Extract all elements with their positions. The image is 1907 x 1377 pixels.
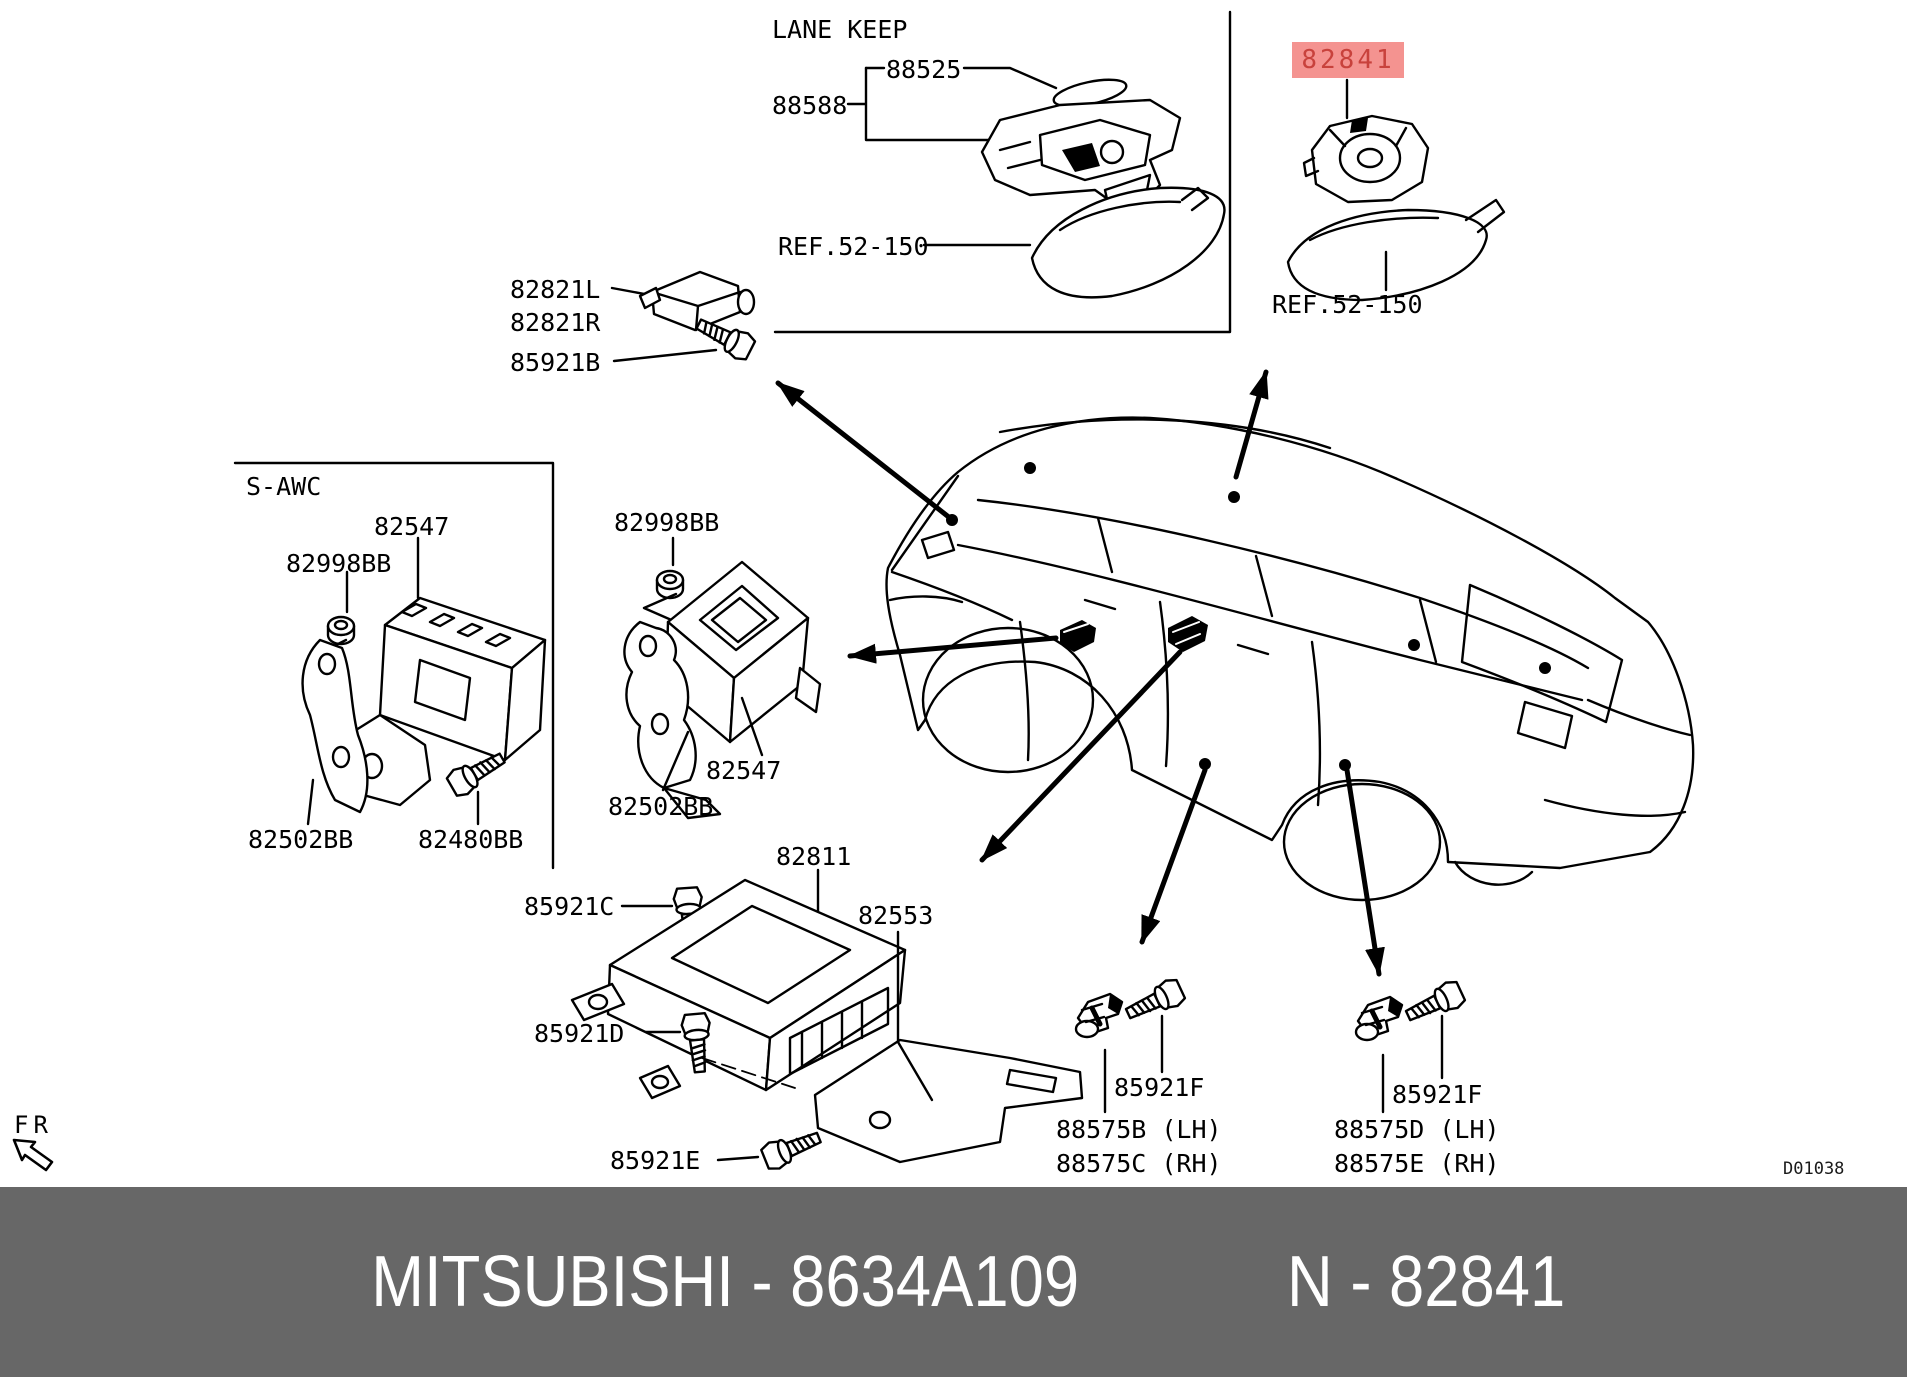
part-label-sawc-82502bb: 82502BB [248,825,354,854]
part-label-88575c-rh: 88575C (RH) [1056,1149,1222,1178]
part-label-grp2-85921f: 85921F [1392,1080,1483,1109]
impact-sensor-group-right [1356,977,1468,1114]
lane-keep-windshield-pad [922,186,1226,299]
sunload-sensor-82821-part [610,270,756,332]
part-label-88525: 88525 [886,55,962,84]
s-awc-ecu-group [301,536,547,826]
s-awc-box [233,461,555,870]
part-label-82811: 82811 [776,842,852,871]
part-label-88588: 88588 [772,91,848,120]
section-title-lane-keep: LANE KEEP [772,15,908,44]
part-label-mid-82998bb: 82998BB [614,508,720,537]
mid-ecu-82547-group [623,536,822,820]
ref-label-82841: REF.52-150 [1272,290,1423,319]
highlighted-part-label-82841: 82841 [1292,42,1404,78]
part-label-88575d-lh: 88575D (LH) [1334,1115,1500,1144]
part-label-85921b: 85921B [510,348,601,377]
pointer-arrows [775,369,1385,977]
rain-sensor-82841-part [1302,78,1430,204]
part-label-mid-82502bb: 82502BB [608,792,714,821]
part-label-sawc-82998bb: 82998BB [286,549,392,578]
part-label-mid-82547: 82547 [706,756,782,785]
part-label-88575b-lh: 88575B (LH) [1056,1115,1222,1144]
part-label-85921c: 85921C [524,892,615,921]
front-direction-label: FR [14,1111,53,1139]
footer-banner: MITSUBISHI - 8634A109 N - 82841 [0,1187,1907,1377]
part-label-85921e: 85921E [610,1146,701,1175]
footer-brand-and-part: MITSUBISHI - 8634A109 [371,1242,1080,1322]
part-label-grp1-85921f: 85921F [1114,1073,1205,1102]
bracket-82553-group [716,930,1084,1174]
part-label-85921d: 85921D [534,1019,625,1048]
part-label-82553: 82553 [858,901,934,930]
footer-n-number: N - 82841 [1286,1242,1565,1322]
diagram-code: D01038 [1783,1159,1845,1179]
srs-ecu-82811-group [570,868,907,1100]
body-sensor-glyphs [1060,616,1208,652]
car-illustration [885,416,1695,902]
ref-label-lane-keep: REF.52-150 [778,232,929,261]
section-title-s-awc: S-AWC [246,472,322,501]
lane-keep-camera-part [846,66,1182,224]
sensor-location-dots [946,462,1551,771]
part-label-sawc-82547: 82547 [374,512,450,541]
mirror-base-pad-82841 [1286,198,1506,302]
part-label-82821r: 82821R [510,308,601,337]
front-direction-arrow-icon [12,1138,54,1172]
part-label-82821l: 82821L [510,275,601,304]
parts-diagram-art [12,10,1695,1174]
lane-keep-box [773,10,1232,334]
part-label-88575e-rh: 88575E (RH) [1334,1149,1500,1178]
bolt-85921b [612,310,759,365]
impact-sensor-group-left [1076,975,1188,1114]
part-label-sawc-82480bb: 82480BB [418,825,524,854]
